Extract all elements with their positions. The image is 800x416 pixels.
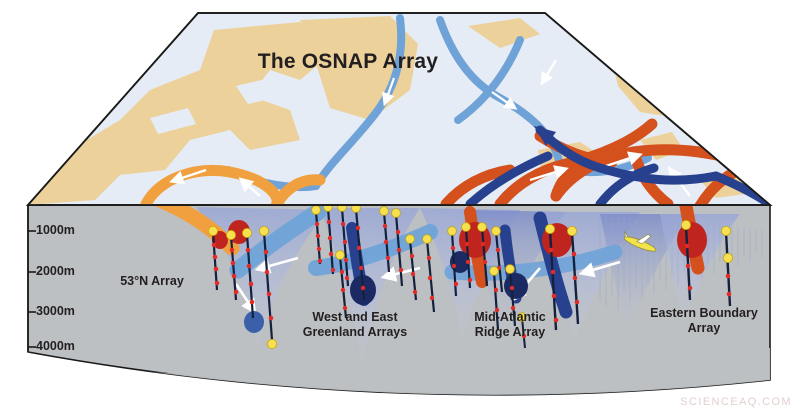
eddy: [504, 273, 528, 299]
mooring-line: [461, 222, 473, 289]
mooring-line: [258, 225, 277, 349]
mooring-line: [447, 226, 459, 297]
array-label-53n: 53°N Array: [120, 274, 184, 288]
mooring-line: [517, 312, 527, 349]
mooring-line: [477, 222, 489, 287]
eddy: [244, 311, 264, 333]
mooring-line: [391, 208, 404, 287]
mooring-line: [681, 219, 693, 301]
array-label-mid-atlantic-ridge: Mid-Atlantic Ridge Array: [474, 310, 546, 339]
mooring-line: [335, 250, 348, 319]
page-title: The OSNAP Array: [257, 50, 439, 73]
mooring-line: [567, 225, 580, 325]
mooring-line: [545, 223, 559, 331]
mooring-line: [311, 205, 323, 265]
depth-tick-3000: 3000m: [36, 304, 75, 318]
mooring-line: [491, 226, 504, 293]
array-label-eastern-boundary: Eastern Boundary Array: [650, 306, 758, 335]
mooring-line: [405, 234, 418, 301]
depth-axis: [27, 205, 36, 352]
watermark: SCIENCEAQ.COM: [680, 396, 792, 408]
cold-current-head: [534, 126, 556, 146]
mooring-line: [241, 227, 255, 319]
mooring-line: [207, 225, 220, 291]
mooring-line: [422, 234, 436, 313]
depth-tick-1000: 1000m: [36, 223, 75, 237]
flow-arrow: [169, 168, 261, 197]
array-label-greenland: West and East Greenland Arrays: [302, 310, 408, 339]
mooring-line: [225, 229, 239, 301]
ocean-cross-section-block: [27, 202, 771, 396]
depth-tick-2000: 2000m: [36, 264, 75, 278]
landmass-svalbard: [468, 18, 540, 48]
mooring-line: [721, 225, 734, 307]
glider-icon: [623, 231, 657, 252]
section-currents: [142, 205, 707, 333]
mooring-line: [337, 202, 350, 287]
mooring-line: [379, 206, 391, 273]
mooring-arrays: [207, 202, 734, 349]
warm-surface-currents: [140, 164, 326, 205]
mooring-line: [505, 264, 517, 327]
eddy: [677, 222, 707, 258]
depth-tick-4000: 4000m: [36, 339, 75, 353]
mooring-line: [489, 266, 500, 331]
flow-arrow: [382, 59, 557, 110]
map-plan-view: [26, 12, 773, 206]
